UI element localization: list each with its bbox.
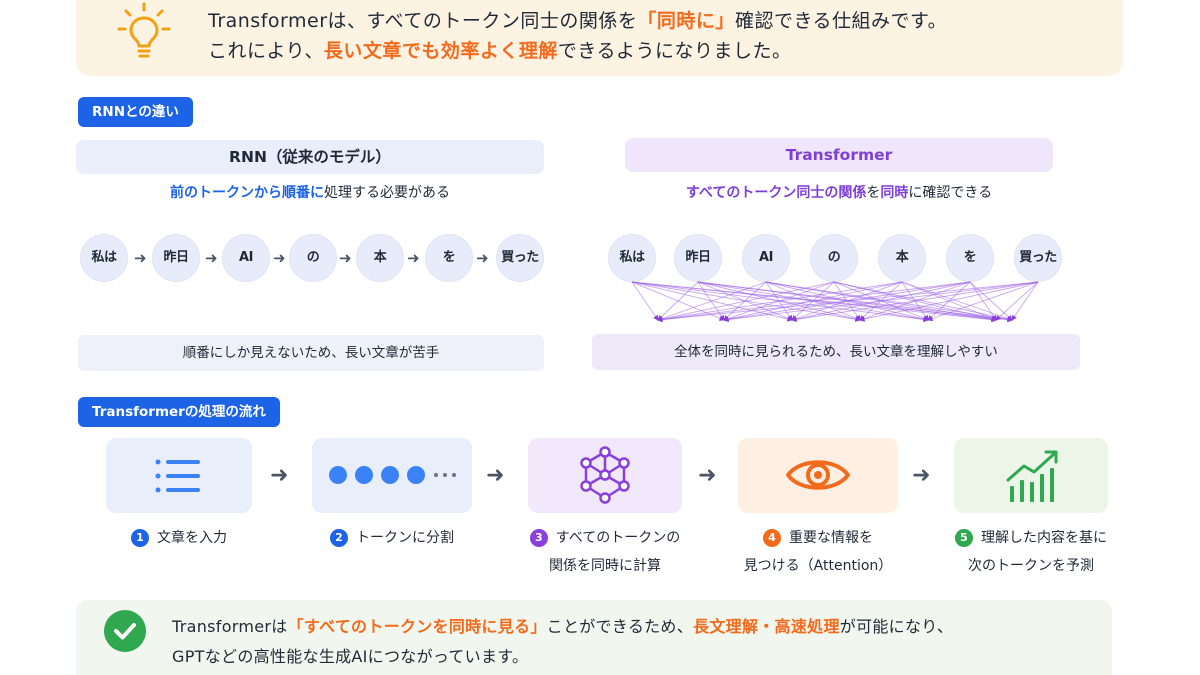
step-card-compute <box>528 438 682 513</box>
rnn-token: AI <box>222 234 270 282</box>
attention-link <box>859 281 1039 322</box>
check-circle-icon <box>104 610 146 652</box>
transformer-note: 全体を同時に見られるため、長い文章を理解しやすい <box>592 334 1080 370</box>
arrow-right-icon: ➜ <box>486 463 505 488</box>
transformer-token: を <box>946 234 994 282</box>
arrow-right-icon: ➜ <box>407 249 420 267</box>
rnn-token: 私は <box>80 234 128 282</box>
conclusion-text: Transformerは「すべてのトークンを同時に見る」ことができるため、長文理… <box>172 617 954 666</box>
rnn-column-title: RNN（従来のモデル） <box>76 140 544 174</box>
attention-link <box>657 281 835 322</box>
attention-link <box>631 281 1013 323</box>
attention-connections-graphic <box>631 281 1039 323</box>
attention-link <box>657 281 767 322</box>
eye-icon <box>786 460 850 490</box>
rnn-token: 昨日 <box>152 234 200 282</box>
growth-chart-icon <box>1006 450 1058 502</box>
arrow-right-icon: ➜ <box>273 249 286 267</box>
transformer-subtitle: すべてのトークン同士の関係を同時に確認できる <box>685 185 993 201</box>
token-dots-icon <box>329 466 456 484</box>
attention-link <box>657 281 971 323</box>
transformer-token: 昨日 <box>674 234 722 282</box>
arrow-right-icon: ➜ <box>698 463 717 488</box>
arrow-right-icon: ➜ <box>339 249 352 267</box>
attention-link <box>723 281 1039 323</box>
attention-link <box>791 281 1039 322</box>
attention-link <box>995 281 1039 321</box>
lightbulb-icon <box>117 2 171 58</box>
list-icon <box>155 459 200 493</box>
section-title-rnn-comparison: RNNとの違い <box>78 97 193 127</box>
transformer-token: 私は <box>608 234 656 282</box>
step-card-input <box>106 438 252 513</box>
step-card-attention <box>738 438 898 513</box>
arrow-right-icon: ➜ <box>134 249 147 267</box>
attention-link <box>927 281 1039 322</box>
attention-link <box>1011 281 1039 321</box>
arrow-right-icon: ➜ <box>476 249 489 267</box>
transformer-token: AI <box>742 234 790 282</box>
rnn-note: 順番にしか見えないため、長い文章が苦手 <box>78 335 544 371</box>
rnn-subtitle: 前のトークンから順番に処理する必要がある <box>170 185 450 201</box>
attention-link <box>657 281 699 321</box>
arrow-right-icon: ➜ <box>912 463 931 488</box>
arrow-right-icon: ➜ <box>205 249 218 267</box>
rnn-token: の <box>289 234 337 282</box>
transformer-token: 買った <box>1014 234 1062 282</box>
attention-link <box>657 281 903 322</box>
conclusion-banner <box>76 600 1112 675</box>
transformer-token: 本 <box>878 234 926 282</box>
network-icon <box>580 446 630 504</box>
arrow-right-icon: ➜ <box>270 463 289 488</box>
rnn-token: を <box>425 234 473 282</box>
summary-banner <box>76 0 1123 76</box>
transformer-token: の <box>810 234 858 282</box>
step-card-predict <box>954 438 1108 513</box>
transformer-column-title: Transformer <box>625 138 1053 172</box>
rnn-token: 本 <box>356 234 404 282</box>
banner-text: Transformerは、すべてのトークン同士の関係を「同時に」確認できる仕組み… <box>208 10 948 62</box>
step-card-tokenize <box>312 438 472 513</box>
attention-link <box>765 281 1013 322</box>
section-title-process-flow: Transformerの処理の流れ <box>78 397 280 427</box>
attention-link <box>631 281 659 321</box>
attention-link <box>657 281 1039 323</box>
rnn-token: 買った <box>496 234 544 282</box>
